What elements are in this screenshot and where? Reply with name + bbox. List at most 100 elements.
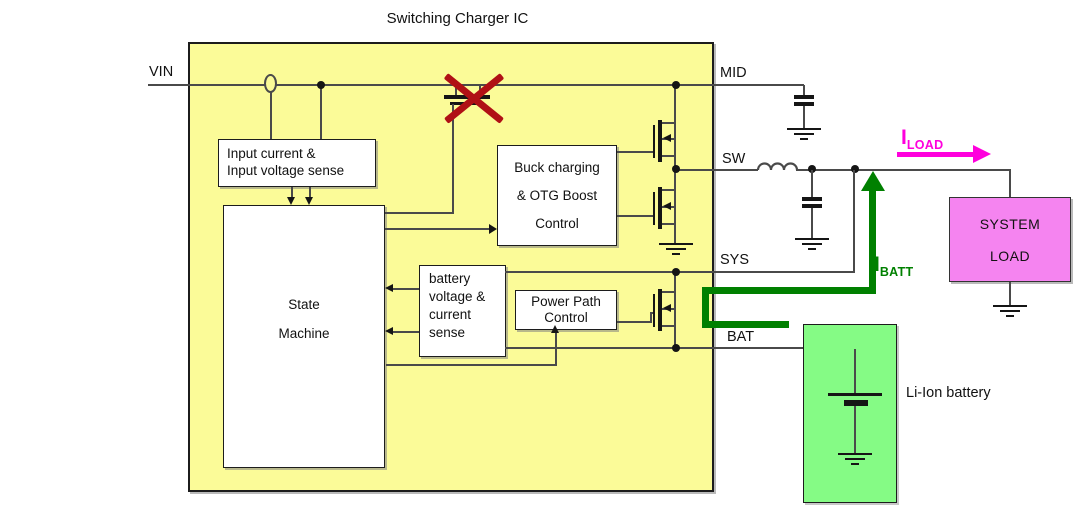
sw-cap-wire xyxy=(811,170,813,198)
ground-icon xyxy=(795,238,829,251)
sw-wire-2 xyxy=(796,169,1011,171)
left-arrowhead-icon xyxy=(385,327,393,335)
sense-to-sm-wire-2 xyxy=(309,187,311,198)
low-side-fet-channel xyxy=(658,187,662,229)
high-side-fet-gate xyxy=(653,125,655,158)
pin-label-sw: SW xyxy=(722,151,746,167)
diagram-title: Switching Charger IC xyxy=(386,10,529,27)
battery-cell-icon xyxy=(844,400,868,406)
fet-body-arrow-icon xyxy=(663,304,671,312)
buck-line3: Control xyxy=(535,215,579,231)
pin-label-vin: VIN xyxy=(149,64,174,80)
iload-symbol: I xyxy=(901,126,907,149)
system-load-line1: SYSTEM xyxy=(979,215,1041,232)
battery-fet-channel xyxy=(658,289,662,331)
load-gnd-wire xyxy=(1009,282,1011,305)
system-load-line2: LOAD xyxy=(989,247,1031,264)
battery-bottom-wire xyxy=(854,406,856,453)
battery-sense-line3: current xyxy=(429,307,472,322)
ground-icon xyxy=(787,128,821,141)
sys-riser-wire xyxy=(853,170,855,273)
sys-riser-junction-dot xyxy=(851,165,859,173)
battery-sense-line4: sense xyxy=(429,325,466,340)
down-arrowhead-icon xyxy=(287,197,295,205)
up-arrowhead-icon xyxy=(551,325,559,333)
capacitor-icon xyxy=(794,102,814,106)
ground-icon xyxy=(838,453,872,466)
bat-wire xyxy=(505,347,855,349)
state-machine-block: State Machine xyxy=(223,205,385,468)
buck-gate-wire-ls xyxy=(617,215,655,217)
load-feed-wire xyxy=(1009,170,1011,198)
li-ion-battery-block xyxy=(803,324,897,503)
battery-fet-gate xyxy=(653,294,655,327)
sense-tap-wire-2 xyxy=(320,86,322,139)
low-side-fet-stub xyxy=(662,189,676,191)
input-fet-stub-1 xyxy=(455,85,457,96)
ibatt-symbol: I xyxy=(874,253,880,276)
battery-cell-icon xyxy=(828,393,882,396)
iload-arrowhead-icon xyxy=(973,145,991,163)
down-arrowhead-icon xyxy=(305,197,313,205)
state-machine-line2: Machine xyxy=(278,326,330,341)
battery-fet-drain-source-wire xyxy=(674,272,676,348)
sm-to-buck-wire xyxy=(385,228,490,230)
high-side-fet-channel xyxy=(658,120,662,162)
buck-gate-wire-hs xyxy=(617,151,655,153)
state-machine-line1: State xyxy=(288,296,320,312)
inductor-icon xyxy=(757,162,799,171)
iload-subscript: LOAD xyxy=(906,138,944,152)
sw-wire-1 xyxy=(676,169,758,171)
iload-arrow-shaft xyxy=(897,152,973,157)
system-load-block: SYSTEM LOAD xyxy=(949,197,1071,282)
ground-icon xyxy=(659,243,693,256)
ibatt-path-segment xyxy=(702,321,789,328)
ibatt-subscript: BATT xyxy=(879,265,914,279)
ppc-gate-wire-h1 xyxy=(617,321,651,323)
buck-otg-control-block: Buck charging & OTG Boost Control xyxy=(497,145,617,246)
low-side-fet-stub xyxy=(662,223,676,225)
ibatt-path-segment xyxy=(702,287,876,294)
sw-junction-dot xyxy=(672,165,680,173)
vin-junction-dot xyxy=(317,81,325,89)
ibatt-label: IBATT xyxy=(874,253,914,279)
sw-cap-gnd-wire xyxy=(811,208,813,238)
capacitor-icon xyxy=(802,197,822,201)
power-path-line2: Control xyxy=(544,310,588,325)
fet-body-arrow-icon xyxy=(663,134,671,142)
sw-cap-junction-dot xyxy=(808,165,816,173)
left-arrowhead-icon xyxy=(385,284,393,292)
right-arrowhead-icon xyxy=(489,224,497,234)
battery-fet-stub xyxy=(662,291,676,293)
input-sense-line2: Input voltage sense xyxy=(227,162,345,178)
li-ion-battery-label: Li-Ion battery xyxy=(906,385,991,401)
capacitor-icon xyxy=(794,95,814,99)
power-path-line1: Power Path xyxy=(531,294,601,309)
battery-sense-line2: voltage & xyxy=(429,289,486,304)
mid-cap-gnd-wire xyxy=(803,106,805,128)
input-sense-block: Input current & Input voltage sense xyxy=(218,139,376,187)
pin-label-bat: BAT xyxy=(727,329,755,345)
current-sense-element-icon xyxy=(264,74,277,93)
high-side-fet-drain-source-wire xyxy=(674,85,676,171)
low-side-fet-gate xyxy=(653,192,655,225)
ibatt-path-segment xyxy=(702,287,709,328)
high-side-fet-stub xyxy=(662,155,676,157)
sys-junction-dot xyxy=(672,268,680,276)
fet-body-arrow-icon xyxy=(663,202,671,210)
battery-top-wire xyxy=(854,349,856,394)
input-fet-gate-wire-v xyxy=(452,104,454,214)
battery-sense-block: battery voltage & current sense xyxy=(419,265,506,357)
buck-line2: & OTG Boost xyxy=(516,187,598,203)
buck-line1: Buck charging xyxy=(514,159,600,175)
input-sense-line1: Input current & xyxy=(227,146,316,161)
battery-fet-stub xyxy=(662,325,676,327)
batsense-to-sm-wire-2 xyxy=(390,331,419,333)
bat-junction-dot xyxy=(672,344,680,352)
sys-wire xyxy=(505,271,855,273)
pin-label-mid: MID xyxy=(720,65,747,81)
mid-cap-wire xyxy=(803,85,805,96)
power-path-control-block: Power Path Control xyxy=(515,290,617,330)
batsense-to-sm-wire-1 xyxy=(390,288,419,290)
